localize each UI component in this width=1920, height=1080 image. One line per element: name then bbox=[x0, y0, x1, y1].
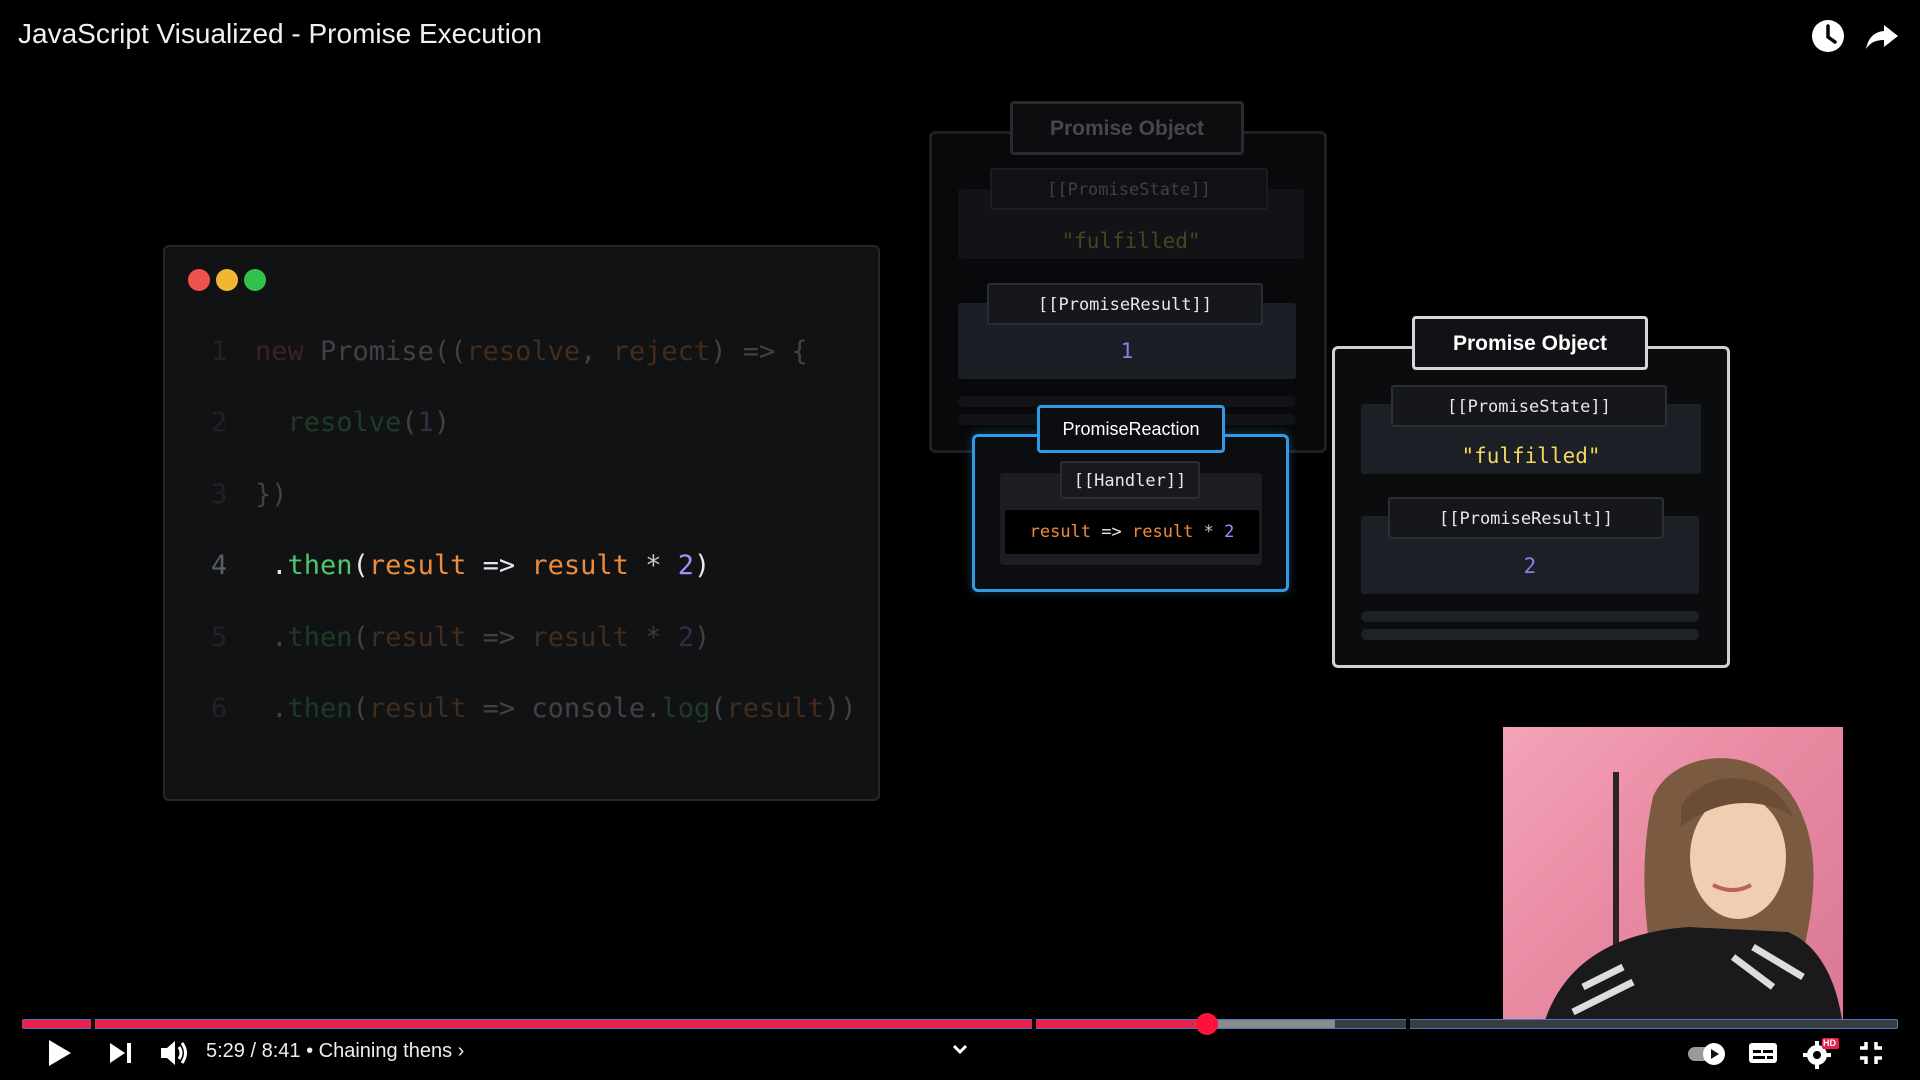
placeholder-bar bbox=[1361, 629, 1699, 640]
code-text: .then(result => result * 2) bbox=[255, 622, 711, 653]
promise-reaction-box: [[Handler]] result => result * 2 bbox=[972, 434, 1289, 592]
line-number: 6 bbox=[211, 693, 228, 724]
promise-result-value: 1 bbox=[1120, 339, 1134, 363]
handler-label: [[Handler]] bbox=[1060, 461, 1200, 499]
code-line: 3}) bbox=[165, 475, 878, 515]
line-number: 3 bbox=[211, 479, 228, 510]
code-line: 1 new Promise((resolve, reject) => { bbox=[165, 332, 878, 372]
promise-state-value: "fulfilled" bbox=[1461, 444, 1601, 468]
promise-state-label: [[PromiseState]] bbox=[990, 168, 1268, 210]
share-icon[interactable] bbox=[1862, 16, 1902, 56]
code-line: 5 .then(result => result * 2) bbox=[165, 618, 878, 658]
placeholder-bar bbox=[1361, 611, 1699, 622]
line-number: 5 bbox=[211, 622, 228, 653]
hd-badge: HD bbox=[1823, 1038, 1836, 1048]
promise-object-active: [[PromiseState]] "fulfilled" [[PromiseRe… bbox=[1332, 346, 1730, 668]
promise-result-label: [[PromiseResult]] bbox=[1388, 497, 1664, 539]
chapter-label[interactable]: • Chaining thens › bbox=[306, 1040, 465, 1062]
chevron-down-icon[interactable] bbox=[946, 1036, 974, 1070]
settings-icon[interactable]: HD bbox=[1800, 1036, 1840, 1070]
code-text: new Promise((resolve, reject) => { bbox=[255, 336, 808, 367]
exit-fullscreen-icon[interactable] bbox=[1854, 1036, 1888, 1070]
line-number: 4 bbox=[211, 550, 228, 581]
volume-icon[interactable] bbox=[156, 1036, 192, 1070]
chapter-marker bbox=[91, 1019, 95, 1029]
time-display: 5:29 / 8:41 • Chaining thens › bbox=[206, 1040, 464, 1063]
chapter-marker bbox=[1032, 1019, 1036, 1029]
promise-result-label: [[PromiseResult]] bbox=[987, 283, 1263, 325]
maximize-dot-icon bbox=[244, 269, 266, 291]
next-icon[interactable] bbox=[104, 1036, 138, 1070]
subtitles-icon[interactable] bbox=[1746, 1036, 1780, 1070]
code-text: }) bbox=[255, 479, 288, 510]
promise-object-title: Promise Object bbox=[1412, 316, 1648, 370]
code-line: 6 .then(result => console.log(result)) bbox=[165, 689, 878, 729]
close-dot-icon bbox=[188, 269, 210, 291]
code-line: 4 .then(result => result * 2) bbox=[165, 546, 878, 586]
presenter-image bbox=[1543, 758, 1843, 1027]
line-number: 1 bbox=[211, 336, 228, 367]
progress-played bbox=[22, 1020, 1207, 1028]
promise-result-value: 2 bbox=[1523, 554, 1537, 578]
progress-scrubber[interactable] bbox=[1195, 1013, 1218, 1035]
code-text: resolve(1) bbox=[255, 407, 451, 438]
placeholder-bar bbox=[958, 396, 1296, 407]
clock-icon[interactable] bbox=[1808, 16, 1848, 56]
promise-reaction-title: PromiseReaction bbox=[1037, 405, 1225, 453]
chapter-marker bbox=[1406, 1019, 1410, 1029]
autoplay-toggle-icon[interactable] bbox=[1686, 1036, 1730, 1070]
time-label: 5:29 / 8:41 bbox=[206, 1040, 301, 1062]
promise-state-label: [[PromiseState]] bbox=[1391, 385, 1667, 427]
code-line: 2 resolve(1) bbox=[165, 403, 878, 443]
code-editor-window: 1 new Promise((resolve, reject) => { 2 res… bbox=[163, 245, 880, 801]
play-icon[interactable] bbox=[42, 1036, 76, 1070]
promise-object-title: Promise Object bbox=[1010, 101, 1244, 155]
minimize-dot-icon bbox=[216, 269, 238, 291]
handler-code: result => result * 2 bbox=[1005, 510, 1259, 554]
code-text: .then(result => result * 2) bbox=[255, 550, 711, 581]
title-bar: JavaScript Visualized - Promise Executio… bbox=[0, 0, 1920, 80]
presenter-webcam bbox=[1503, 727, 1843, 1027]
video-title[interactable]: JavaScript Visualized - Promise Executio… bbox=[18, 18, 542, 49]
line-number: 2 bbox=[211, 407, 228, 438]
code-text: .then(result => console.log(result)) bbox=[255, 693, 857, 724]
promise-state-value: "fulfilled" bbox=[1061, 229, 1201, 253]
